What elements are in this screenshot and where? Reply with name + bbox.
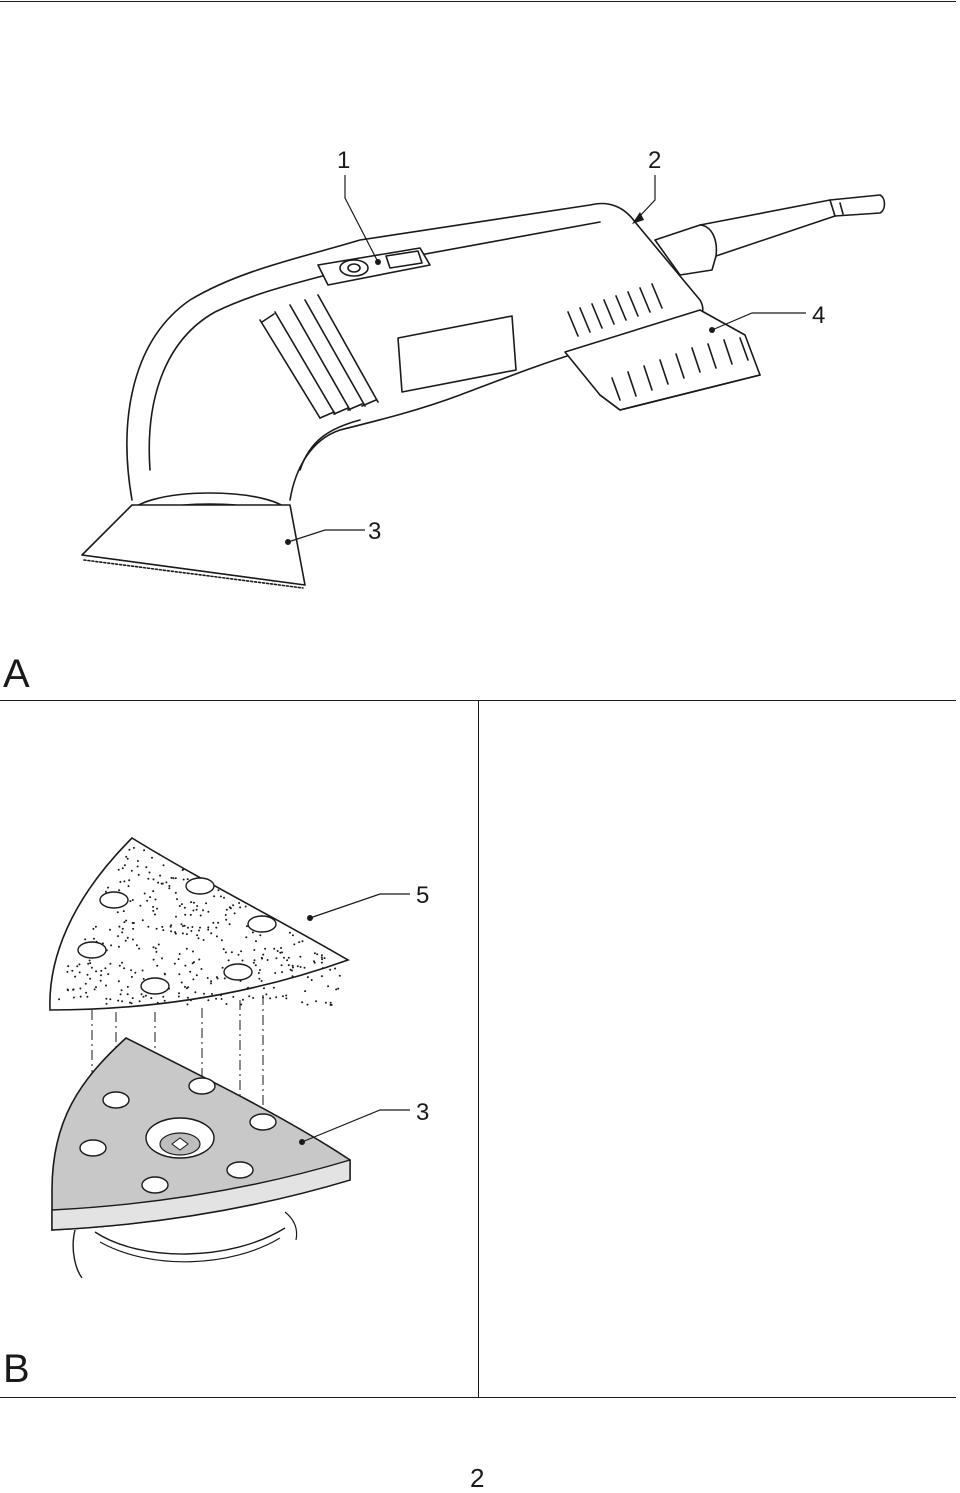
- sanding-pad-icon: [51, 1037, 351, 1279]
- callout-1: 1: [337, 147, 351, 174]
- panel-label-a: A: [3, 652, 30, 696]
- delta-sander-icon: [81, 175, 886, 589]
- callout-5: 5: [416, 882, 430, 909]
- sanding-sheet-icon: [49, 836, 350, 1011]
- page-number: 2: [470, 1463, 485, 1493]
- callout-3: 3: [368, 518, 382, 545]
- callout-2: 2: [648, 147, 662, 174]
- callout-3-b: 3: [416, 1099, 430, 1126]
- callout-4: 4: [812, 302, 826, 329]
- figure-b-bottom-rule: [0, 1397, 956, 1398]
- figure-b-column-divider: [478, 700, 479, 1397]
- sanding-assembly-icon: [49, 836, 410, 1279]
- top-rule: [0, 1, 956, 2]
- panel-label-b: B: [3, 1347, 30, 1391]
